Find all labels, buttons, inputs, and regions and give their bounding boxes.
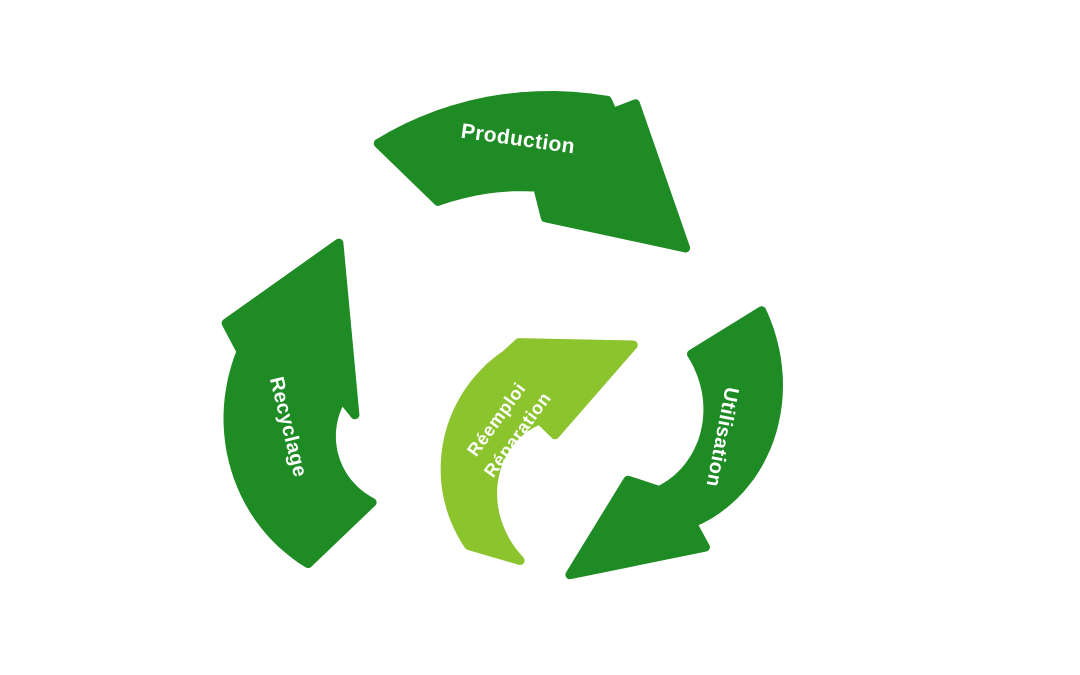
recyclage-arrow — [221, 238, 377, 569]
utilisation-arrow — [565, 306, 783, 580]
production-arrow — [373, 91, 691, 253]
reemploi-reparation-arrow — [440, 338, 638, 565]
